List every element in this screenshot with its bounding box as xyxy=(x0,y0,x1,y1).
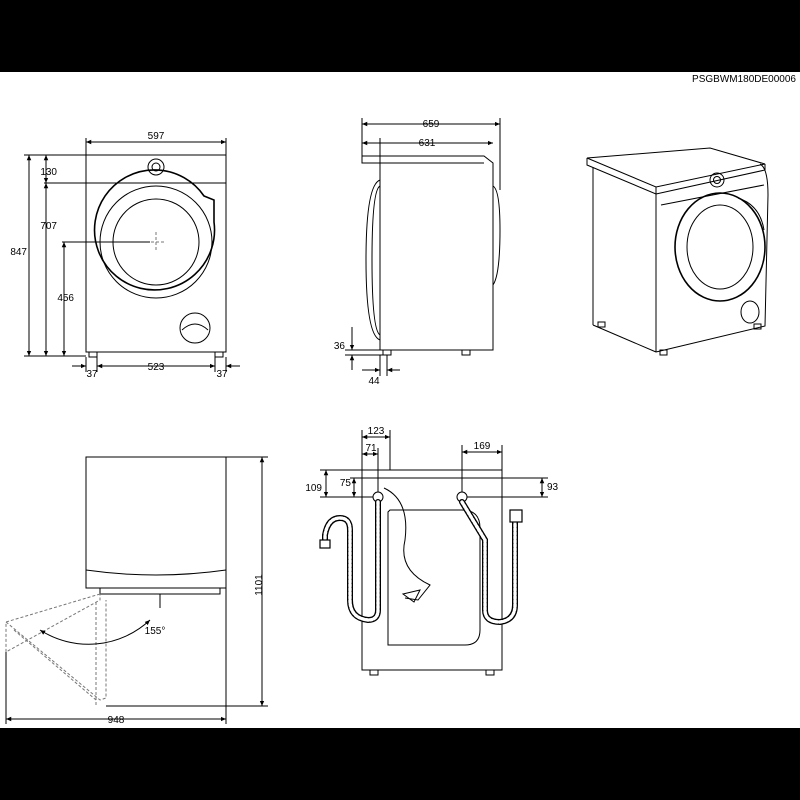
iso-knob xyxy=(709,172,725,188)
dim-right-height: 93 xyxy=(547,482,559,493)
door-profile xyxy=(365,179,381,341)
dim-foot-left: 37 xyxy=(86,369,98,380)
side-view: 659 631 36 44 xyxy=(334,118,501,387)
foot-left xyxy=(88,351,98,358)
dim-door-center: 707 xyxy=(40,221,57,232)
top-cabinet xyxy=(85,456,227,589)
back-panel xyxy=(387,509,481,646)
iso-top xyxy=(586,147,766,188)
dim-depth-body: 631 xyxy=(419,138,436,149)
dim-total-height: 847 xyxy=(10,247,27,258)
inlet-hose xyxy=(459,499,518,626)
dim-left-hose-offset: 123 xyxy=(368,426,385,437)
side-cabinet xyxy=(361,155,494,351)
isometric-view xyxy=(586,147,769,356)
dim-total-height-top: 1101 xyxy=(254,574,265,596)
side-foot-back xyxy=(461,349,471,356)
side-foot-front xyxy=(382,349,392,356)
iso-service-panel xyxy=(740,300,760,324)
door-outer xyxy=(93,169,216,291)
dim-left-height-inner: 75 xyxy=(340,478,352,489)
reference-code: PSGBWM180DE00006 xyxy=(692,74,796,85)
technical-drawing: PSGBWM180DE00006 597 84 xyxy=(5,74,796,726)
dim-right-hose-offset: 169 xyxy=(474,441,491,452)
top-view: 155° 1101 948 xyxy=(5,456,268,726)
dim-total-depth: 948 xyxy=(108,715,125,726)
open-door-outline xyxy=(5,593,101,653)
dim-foot-span: 523 xyxy=(148,362,165,373)
dim-left-height-outer: 109 xyxy=(305,483,322,494)
dim-foot-inset: 44 xyxy=(368,376,380,387)
dim-width: 597 xyxy=(148,131,165,142)
foot-right xyxy=(214,351,224,358)
dim-door-bottom: 456 xyxy=(57,293,74,304)
front-cabinet xyxy=(85,154,227,353)
door-swing-arc xyxy=(39,619,151,645)
dim-left-hose-inner: 71 xyxy=(365,443,377,454)
iso-door xyxy=(674,192,766,302)
back-cabinet xyxy=(361,469,503,671)
program-knob xyxy=(147,158,165,176)
front-view: 597 847 130 707 456 37 523 37 xyxy=(10,131,240,380)
dim-foot-right: 37 xyxy=(216,369,228,380)
dim-top-offset: 130 xyxy=(40,167,57,178)
power-cord xyxy=(383,487,431,601)
dim-door-angle: 155° xyxy=(145,626,166,637)
back-view: 123 71 169 109 75 93 xyxy=(305,426,559,676)
dim-depth-total: 659 xyxy=(423,119,440,130)
service-panel xyxy=(179,312,211,344)
drawing-sheet xyxy=(0,72,800,728)
dim-foot-height: 36 xyxy=(334,341,346,352)
